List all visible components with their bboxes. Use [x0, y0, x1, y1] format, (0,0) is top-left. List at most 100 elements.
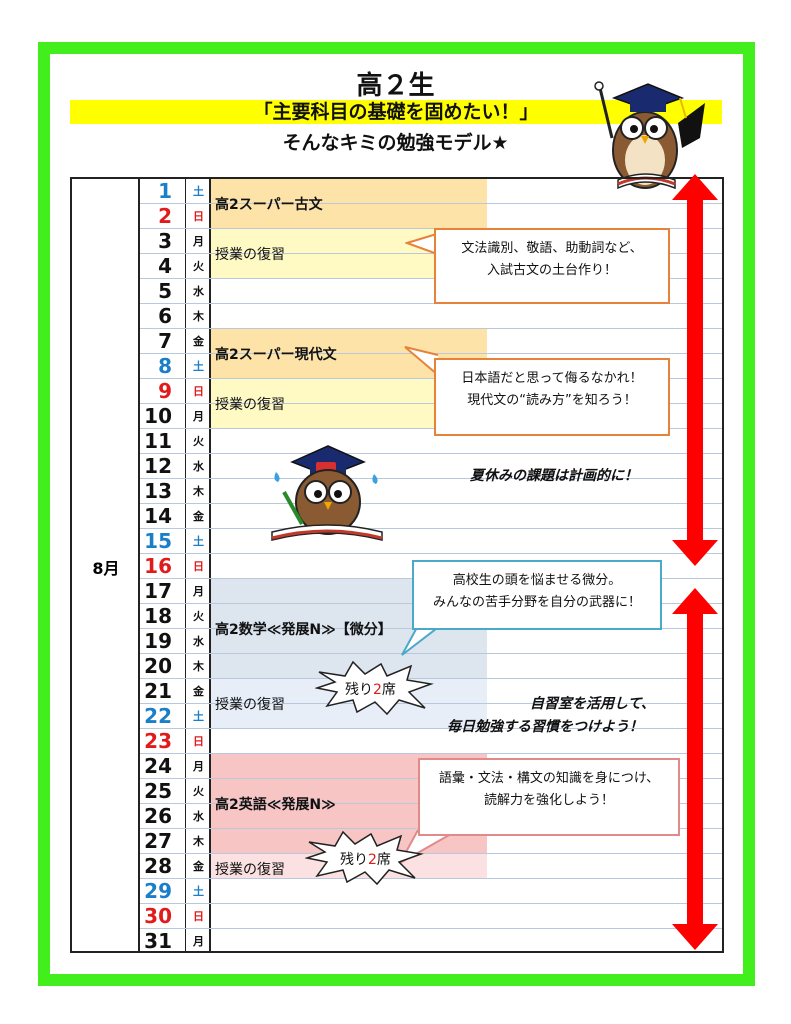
weekday-label: 水 [193, 810, 204, 823]
weekday-label: 水 [193, 635, 204, 648]
seats-english: 残り2席 [340, 849, 391, 869]
weekday-label: 月 [193, 935, 204, 948]
day-number: 17 [144, 579, 172, 603]
day-number: 18 [144, 604, 172, 628]
weekday-label: 金 [193, 510, 204, 523]
weekday-label: 日 [193, 735, 204, 748]
month-column: 8月 [72, 179, 140, 951]
day-number: 3 [158, 229, 172, 253]
day-number: 25 [144, 779, 172, 803]
seats-english-prefix: 残り [340, 852, 368, 868]
seats-english-suffix: 席 [376, 852, 391, 868]
page-title: 高２生 [356, 71, 435, 101]
day-number: 22 [144, 704, 172, 728]
table-row [140, 679, 722, 704]
weekday-label: 木 [193, 660, 204, 673]
day-number: 29 [144, 879, 172, 903]
day-number: 24 [144, 754, 172, 778]
arrow-first-half [672, 174, 718, 566]
table-row [140, 729, 722, 754]
day-number: 31 [144, 929, 172, 953]
day-number: 11 [144, 429, 172, 453]
callout-gendai-line1: 日本語だと思って侮るなかれ！ [461, 371, 643, 386]
review-gendai: 授業の復習 [215, 397, 285, 413]
weekday-label: 日 [193, 560, 204, 573]
day-number: 28 [144, 854, 172, 878]
table-row [140, 829, 722, 854]
callout-math: 高校生の頭を悩ませる微分。 みんなの苦手分野を自分の武器に！ [412, 560, 662, 630]
table-row [140, 279, 722, 304]
table-row [140, 654, 722, 679]
day-number: 9 [158, 379, 172, 403]
table-row [140, 904, 722, 929]
day-number: 15 [144, 529, 172, 553]
note-study-2: 毎日勉強する習慣をつけよう！ [447, 719, 643, 735]
day-column [140, 179, 186, 951]
note-homework: 夏休みの課題は計画的に！ [470, 468, 638, 484]
course-math: 高2数学≪発展N≫【微分】 [215, 622, 392, 638]
page-tagline: そんなキミの勉強モデル★ [282, 132, 509, 154]
weekday-label: 日 [193, 910, 204, 923]
weekday-label: 金 [193, 335, 204, 348]
table-row [140, 254, 722, 279]
table-row [140, 354, 722, 379]
weekday-label: 水 [193, 460, 204, 473]
table-row [140, 629, 722, 654]
weekday-label: 月 [193, 410, 204, 423]
month-label: 8月 [92, 559, 120, 578]
block-kobun [211, 179, 487, 229]
weekday-label: 火 [193, 435, 204, 448]
day-number: 23 [144, 729, 172, 753]
day-number: 20 [144, 654, 172, 678]
callout-math-line2: みんなの苦手分野を自分の武器に！ [432, 595, 641, 610]
weekday-label: 木 [193, 485, 204, 498]
callout-tail-kobun [405, 232, 441, 256]
weekday-label: 日 [193, 210, 204, 223]
weekday-label: 水 [193, 285, 204, 298]
day-number: 21 [144, 679, 172, 703]
seats-math-suffix: 席 [381, 682, 396, 698]
weekday-label: 土 [193, 885, 204, 898]
table-row [140, 429, 722, 454]
table-row [140, 504, 722, 529]
weekday-label: 火 [193, 610, 204, 623]
table-row [140, 204, 722, 229]
weekday-label: 土 [193, 360, 204, 373]
callout-gendai-line2: 現代文の“読み方”を知ろう！ [467, 393, 637, 408]
table-row [140, 929, 722, 954]
weekday-column [186, 179, 211, 951]
callout-tail-gendai [404, 346, 439, 376]
table-row [140, 479, 722, 504]
weekday-label: 土 [193, 535, 204, 548]
table-row [140, 179, 722, 204]
arrow-second-half [672, 588, 718, 950]
day-number: 1 [158, 179, 172, 203]
starburst-seats-english [305, 830, 424, 886]
weekday-label: 月 [193, 585, 204, 598]
callout-gendai: 日本語だと思って侮るなかれ！ 現代文の“読み方”を知ろう！ [434, 358, 670, 436]
owl-scholar-icon [594, 81, 705, 190]
callout-kobun-line1: 文法識別、敬語、助動詞など、 [461, 241, 643, 256]
callout-kobun-line2: 入試古文の土台作り！ [486, 263, 617, 278]
seats-english-count: 2 [368, 852, 377, 868]
day-number: 6 [158, 304, 172, 328]
table-row [140, 879, 722, 904]
day-number: 5 [158, 279, 172, 303]
day-number: 19 [144, 629, 172, 653]
table-row [140, 404, 722, 429]
weekday-label: 月 [193, 760, 204, 773]
weekday-label: 土 [193, 710, 204, 723]
weekday-label: 火 [193, 260, 204, 273]
table-row [140, 529, 722, 554]
day-number: 4 [158, 254, 172, 278]
note-study-1: 自習室を活用して、 [530, 696, 655, 712]
day-number: 10 [144, 404, 172, 428]
table-row [140, 379, 722, 404]
seats-math-count: 2 [373, 682, 382, 698]
review-english: 授業の復習 [215, 862, 285, 878]
day-number: 30 [144, 904, 172, 928]
course-gendai: 高2スーパー現代文 [215, 347, 337, 363]
day-number: 16 [144, 554, 172, 578]
review-math: 授業の復習 [215, 697, 285, 713]
subtitle-band [70, 100, 722, 124]
